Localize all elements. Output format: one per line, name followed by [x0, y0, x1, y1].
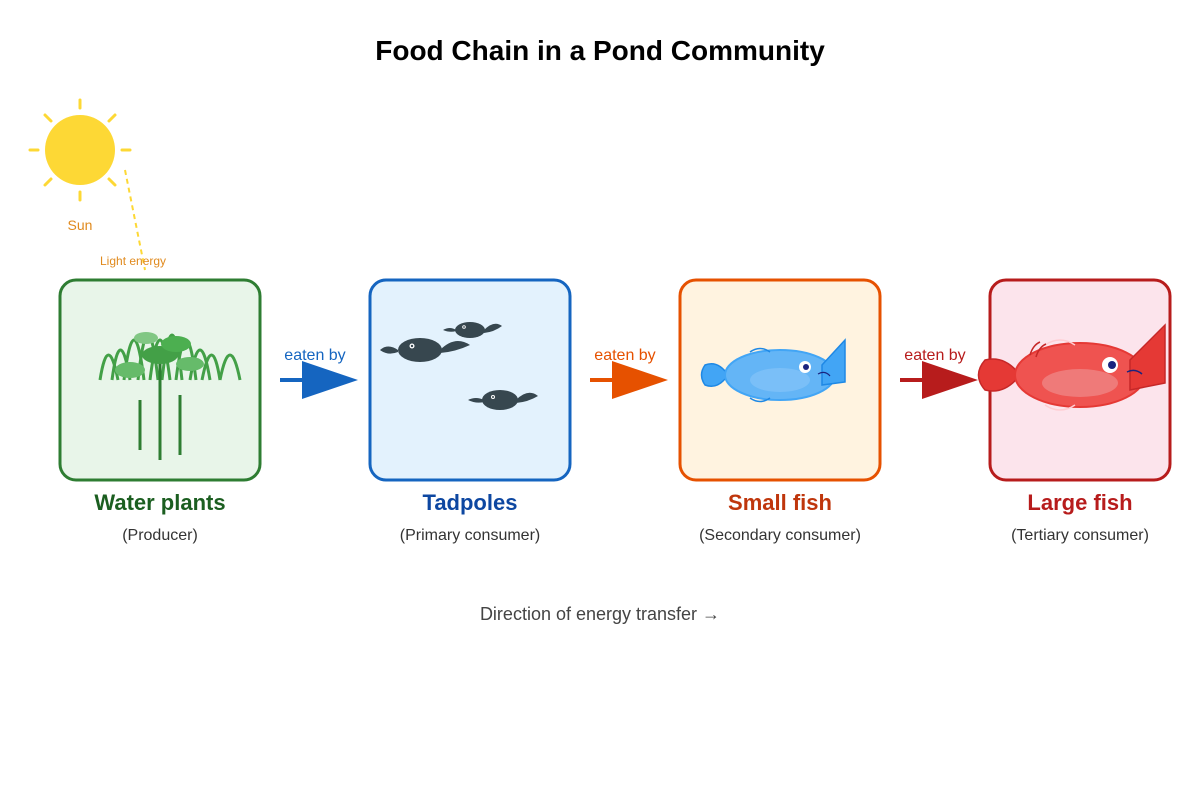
arrow-head — [922, 361, 978, 399]
sun-icon — [28, 98, 132, 202]
arrow-head — [612, 361, 668, 399]
node-small-fish: Small fish (Secondary consumer) — [678, 278, 882, 544]
node-role: (Tertiary consumer) — [1011, 527, 1149, 544]
node-name: Water plants — [94, 490, 225, 515]
light-energy-label: Light energy — [100, 254, 166, 268]
energy-direction-caption: Direction of energy transfer → — [480, 604, 720, 624]
node-tadpoles: Tadpoles (Primary consumer) — [368, 278, 572, 544]
node-role: (Producer) — [122, 527, 198, 544]
edge-label: eaten by — [284, 347, 345, 364]
light-energy-ray — [124, 169, 146, 271]
node-large-fish: Large fish (Tertiary consumer) — [977, 278, 1172, 544]
edge-label: eaten by — [904, 347, 965, 364]
edge-plants-to-tadpoles: eaten by — [280, 347, 358, 399]
small-fish-icon — [700, 338, 846, 403]
arrow-head — [302, 361, 358, 399]
edge-tadpoles-to-small-fish: eaten by — [590, 347, 668, 399]
node-water-plants: Water plants (Producer) — [58, 278, 262, 544]
water-plant-icon — [98, 332, 242, 460]
edge-label: eaten by — [594, 347, 655, 364]
node-role: (Secondary consumer) — [699, 527, 861, 544]
diagram-title: Food Chain in a Pond Community — [375, 35, 825, 66]
node-name: Tadpoles — [423, 490, 518, 515]
node-name: Small fish — [728, 490, 832, 515]
sun-label: Sun — [68, 217, 93, 233]
large-fish-icon — [977, 323, 1166, 411]
tadpole-icon — [380, 322, 538, 410]
edge-small-fish-to-large-fish: eaten by — [900, 347, 978, 399]
node-role: (Primary consumer) — [400, 527, 540, 544]
node-name: Large fish — [1027, 490, 1132, 515]
